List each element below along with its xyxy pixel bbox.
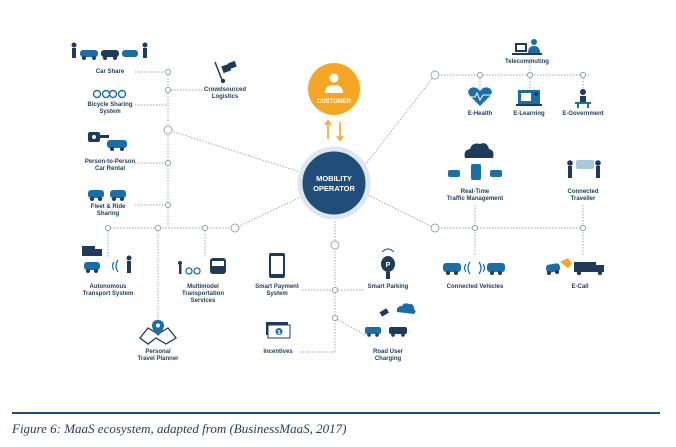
smartphone-icon [269,253,285,278]
junction-nodes [104,68,587,322]
crowdsourced-label-2: Logistics [212,94,239,100]
connected-vehicles-label: Connected Vehicles [447,284,504,290]
map-pin-icon [139,320,177,345]
fleet-cars-icon [88,190,126,201]
connector-lines [107,60,590,353]
up-down-arrows-icon [324,119,344,142]
hub-label-line1: MOBILITY [316,174,352,183]
svg-text:$: $ [278,330,281,336]
fleet-label-2: Sharing [97,211,120,217]
svg-text:P: P [386,262,391,269]
connected-traveller-label-1: Connected [567,189,598,195]
smart-parking-label: Smart Parking [368,284,409,290]
parking-meter-icon: P [381,248,395,279]
ehealth-label: E-Health [468,111,493,117]
multimodel-label-3: Services [191,298,216,304]
road-charging-icon [365,303,416,337]
road-user-label-1: Road User [373,349,404,355]
customer-node: CUSTOMER [308,63,360,115]
car-share-label: Car Share [96,69,125,75]
car-share-icon [71,42,148,60]
smart-payment-label-2: System [266,291,287,297]
telecommuting-icon [512,39,542,55]
traffic-label-2: Traffic Management [447,196,503,202]
key-car-icon [88,132,127,151]
fleet-label-1: Fleet & Ride [91,204,126,210]
ecall-label: E-Call [571,284,588,290]
incentives-label: Incentives [263,349,293,355]
traffic-label-1: Real-Time [461,189,490,195]
road-user-label-2: Charging [375,356,402,362]
connected-vehicles-icon [443,261,505,275]
crowdsourced-label-1: Crowdsourced [204,87,246,93]
p2p-label-1: Person-to-Person [85,159,136,165]
customer-label: CUSTOMER [317,99,352,105]
ecall-tow-icon [545,258,604,276]
egovernment-icon [575,89,591,108]
traffic-cloud-icon [448,143,502,180]
autonomous-truck-icon [82,246,132,273]
bicycle-sharing-label-2: System [99,109,120,115]
hub-label-line2: OPERATOR [313,184,355,193]
elearning-icon [516,90,542,106]
multimodel-label-1: Multimodel [187,284,219,290]
bicycle-icon [92,89,127,99]
connected-traveller-label-2: Traveller [571,196,596,202]
telecommuting-label: Telecommuting [505,59,549,65]
autonomous-label-1: Autonomous [90,284,128,290]
caption-divider [12,412,660,414]
p2p-label-2: Car Rental [95,166,125,172]
person-icon [325,73,343,93]
money-icon: $ [266,322,291,339]
multimodal-icon [178,258,226,275]
personal-planner-label-2: Travel Planner [137,356,179,362]
smart-payment-label-1: Smart Payment [255,284,299,290]
mobility-operator-hub: MOBILITY OPERATOR [297,146,371,220]
hand-truck-icon [214,60,237,84]
bicycle-sharing-label-1: Bicycle Sharing [87,102,132,108]
heart-icon [468,87,492,106]
personal-planner-label-1: Personal [145,349,171,355]
connected-traveller-icon [567,160,601,178]
autonomous-label-2: Transport System [83,291,134,297]
multimodel-label-2: Transportation [182,291,224,297]
elearning-label: E-Learning [513,111,545,117]
egovernment-label: E-Government [562,111,603,117]
figure-caption: Figure 6: MaaS ecosystem, adapted from (… [12,421,347,436]
